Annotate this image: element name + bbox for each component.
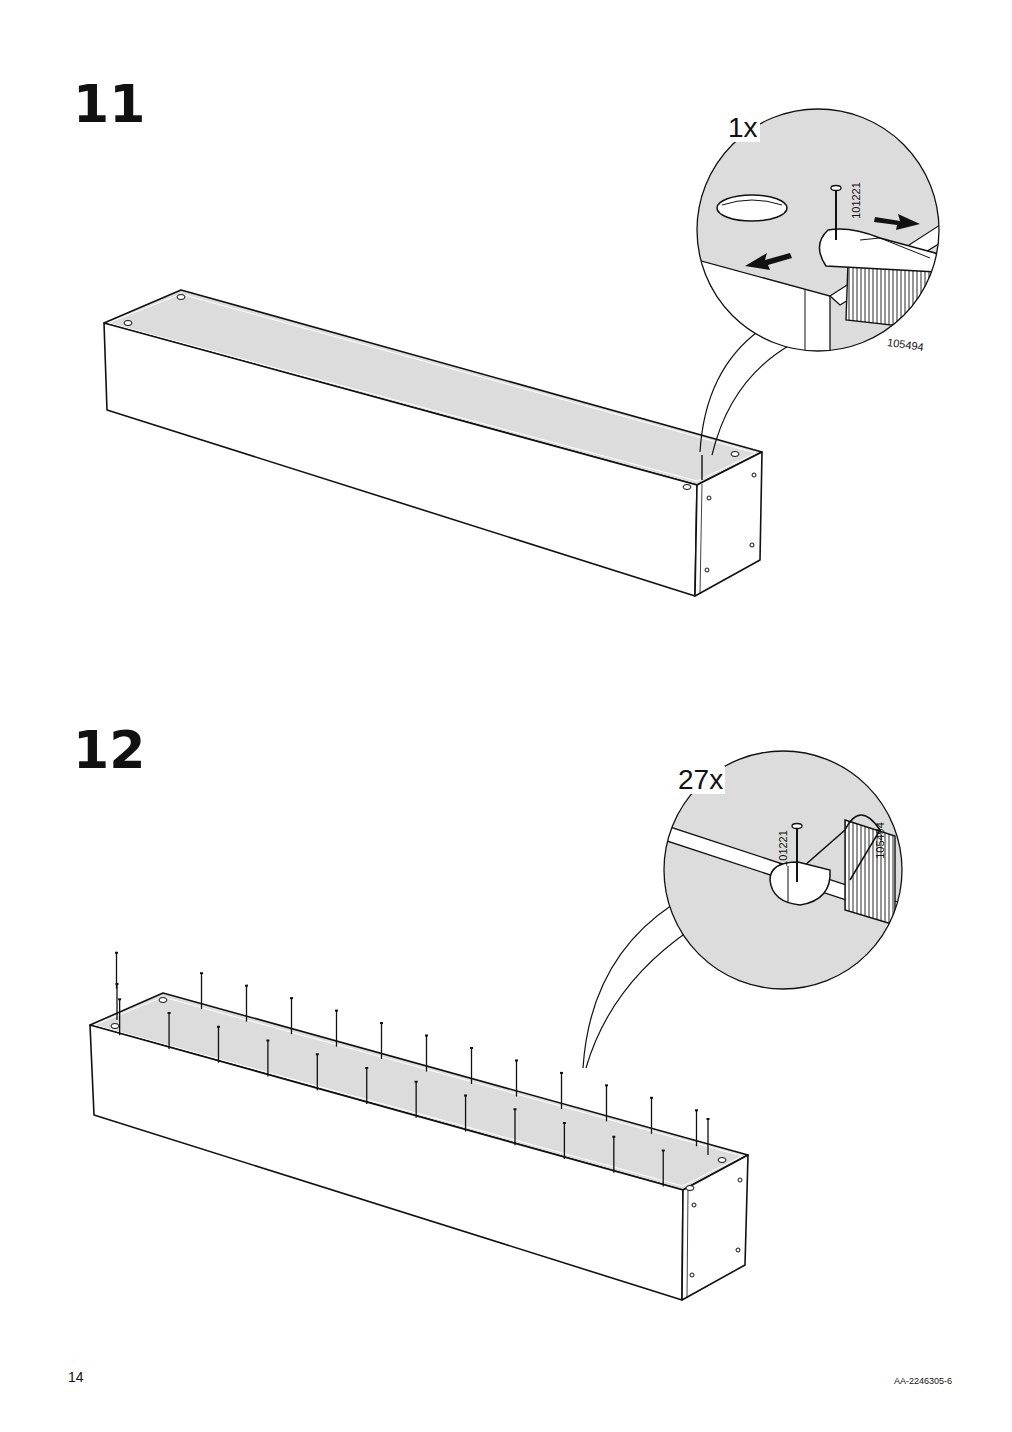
nail [471, 1048, 472, 1084]
nail [116, 984, 117, 1020]
nail-head [662, 1150, 665, 1152]
nail-head [115, 952, 118, 954]
nail-head [118, 998, 121, 1000]
nail [201, 973, 202, 1009]
page-number: 14 [68, 1370, 84, 1384]
leader-line [583, 905, 690, 1068]
part-number: 101221 [778, 830, 789, 867]
part-number: 105494 [886, 337, 924, 353]
nail-head [217, 1026, 220, 1028]
nail-head [650, 1097, 653, 1099]
nail-head [464, 1095, 467, 1097]
leader-line [700, 330, 790, 455]
nail-head [290, 997, 293, 999]
part-number: 101221 [851, 182, 862, 219]
part-number: 105494 [875, 822, 886, 859]
nail-head [365, 1067, 368, 1069]
nail [651, 1098, 652, 1134]
nail [663, 1151, 664, 1187]
nail [317, 1054, 318, 1090]
nail [119, 999, 120, 1035]
nail-head [168, 1012, 171, 1014]
nail-head [200, 972, 203, 974]
nail [707, 1119, 708, 1155]
nail [246, 986, 247, 1022]
document-code: AA-2246305-6 [894, 1377, 952, 1386]
nail [613, 1137, 614, 1173]
quantity: 27x [676, 766, 725, 794]
nail [514, 1109, 515, 1145]
nail-head [612, 1136, 615, 1138]
nail [366, 1068, 367, 1104]
nail-row [115, 953, 710, 1187]
nail [218, 1027, 219, 1063]
callout-circle [697, 109, 939, 351]
nail-head [415, 1081, 418, 1083]
nail-head [605, 1084, 608, 1086]
nail-head [695, 1109, 698, 1111]
detail-callout [655, 751, 910, 989]
nail [606, 1085, 607, 1121]
cabinet-box [90, 993, 748, 1300]
nail [415, 1082, 416, 1118]
nail-head [470, 1047, 473, 1049]
nail [426, 1036, 427, 1072]
nail-head [335, 1010, 338, 1012]
nail [291, 998, 292, 1034]
nail-head [513, 1108, 516, 1110]
nail [336, 1011, 337, 1047]
nail-head [560, 1072, 563, 1074]
dowel-holes [111, 998, 742, 1278]
nail-head [316, 1053, 319, 1055]
nail [168, 1013, 169, 1049]
nail [701, 455, 702, 480]
nail-head [116, 983, 119, 985]
nail [381, 1023, 382, 1059]
nail [516, 1060, 517, 1096]
step-number: 12 [73, 724, 145, 776]
nail-head [515, 1059, 518, 1061]
callout-circle [664, 751, 902, 989]
nail [696, 1110, 697, 1146]
nail [561, 1073, 562, 1109]
dowel-holes [124, 295, 756, 573]
nail [564, 1123, 565, 1159]
nail-head [707, 1118, 710, 1120]
nail-head [425, 1035, 428, 1037]
detail-callout [690, 109, 945, 360]
step-number: 11 [73, 78, 145, 130]
nail [465, 1096, 466, 1132]
cabinet-box [104, 290, 762, 596]
nail-head [245, 985, 248, 987]
nail [267, 1041, 268, 1077]
nail-head [380, 1022, 383, 1024]
nail-head [266, 1040, 269, 1042]
nail-head [563, 1122, 566, 1124]
quantity: 1x [726, 114, 760, 142]
